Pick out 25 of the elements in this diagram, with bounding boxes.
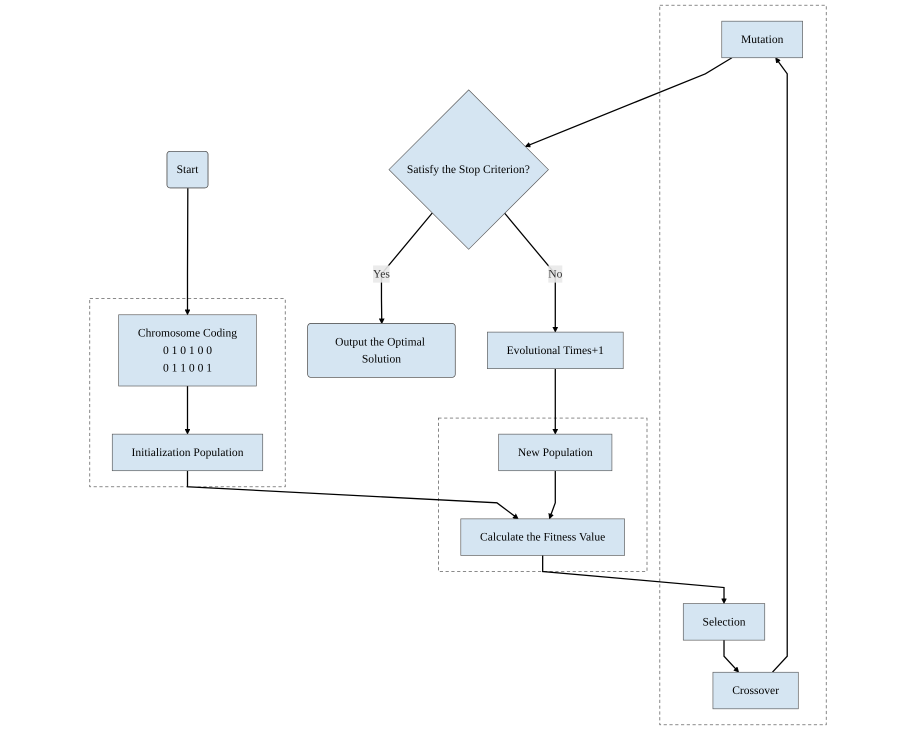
cluster — [660, 4, 827, 726]
edge-label: Yes — [373, 267, 390, 280]
node-diamond: Satisfy the Stop Criterion? — [388, 89, 549, 250]
arrow — [723, 640, 740, 672]
node-box: Calculate the Fitness Value — [460, 518, 625, 556]
edge-label: No — [548, 267, 562, 280]
arrow — [542, 555, 727, 604]
node-box: New Population — [498, 434, 612, 472]
arrow — [184, 188, 190, 316]
cluster — [89, 298, 286, 488]
node-box: Evolutional Times+1 — [487, 332, 624, 369]
node-box: Selection — [682, 603, 766, 640]
arrow — [772, 58, 788, 673]
arrow — [524, 57, 732, 148]
node-box: Mutation — [721, 20, 803, 58]
arrow — [378, 212, 433, 324]
node-box: Chromosome Coding 0 1 0 1 0 0 0 1 1 0 0 1 — [118, 314, 257, 386]
node-box: Initialization Population — [112, 434, 264, 472]
arrow — [186, 470, 519, 520]
arrow — [184, 386, 190, 434]
arrow — [552, 368, 558, 434]
cluster — [438, 418, 648, 572]
arrow — [548, 470, 556, 520]
node-box: Crossover — [712, 672, 799, 710]
arrow — [504, 212, 558, 332]
